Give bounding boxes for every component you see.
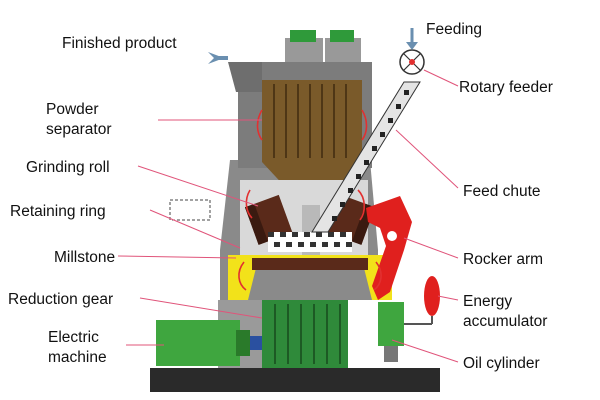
label-energy-accumulator-line1: Energy <box>463 293 512 310</box>
label-oil-cylinder: Oil cylinder <box>463 355 540 372</box>
label-electric-machine-line1: Electric <box>48 329 99 346</box>
label-powder-separator-line1: Powder <box>46 101 99 118</box>
top-cap-left <box>290 30 316 42</box>
leader-lines <box>117 69 459 363</box>
feed-chute <box>311 81 421 233</box>
energy-accumulator-body <box>424 276 440 316</box>
label-feeding: Feeding <box>426 21 482 38</box>
top-cap-right <box>330 30 354 42</box>
motor-end <box>236 330 250 356</box>
gear-ribs <box>274 304 341 364</box>
label-grinding-roll: Grinding roll <box>26 159 110 176</box>
label-retaining-ring: Retaining ring <box>10 203 106 220</box>
millstone-plate <box>252 258 368 270</box>
foundation-base <box>150 368 440 392</box>
label-feed-chute: Feed chute <box>463 183 541 200</box>
electric-motor <box>156 320 240 366</box>
retaining-ring-outline <box>169 199 211 221</box>
product-outlet-duct <box>228 62 262 92</box>
reduction-gear <box>262 300 348 368</box>
oil-cylinder-base <box>384 346 398 362</box>
separator-blades <box>273 84 347 158</box>
label-powder-separator-line2: separator <box>46 121 111 138</box>
label-energy-accumulator-line2: accumulator <box>463 313 547 330</box>
airflow-arrows <box>238 109 382 291</box>
label-rocker-arm: Rocker arm <box>463 251 543 268</box>
rocker-pivot <box>387 231 397 241</box>
rocker-arm-shape <box>366 196 412 300</box>
grinding-table-pattern <box>268 232 352 252</box>
label-millstone: Millstone <box>54 249 115 266</box>
label-finished-product: Finished product <box>62 35 177 52</box>
label-reduction-gear: Reduction gear <box>8 291 113 308</box>
label-rotary-feeder: Rotary feeder <box>459 79 553 96</box>
oil-cylinder-body <box>378 302 404 346</box>
label-electric-machine-line2: machine <box>48 349 107 366</box>
motor-coupling <box>250 336 262 350</box>
